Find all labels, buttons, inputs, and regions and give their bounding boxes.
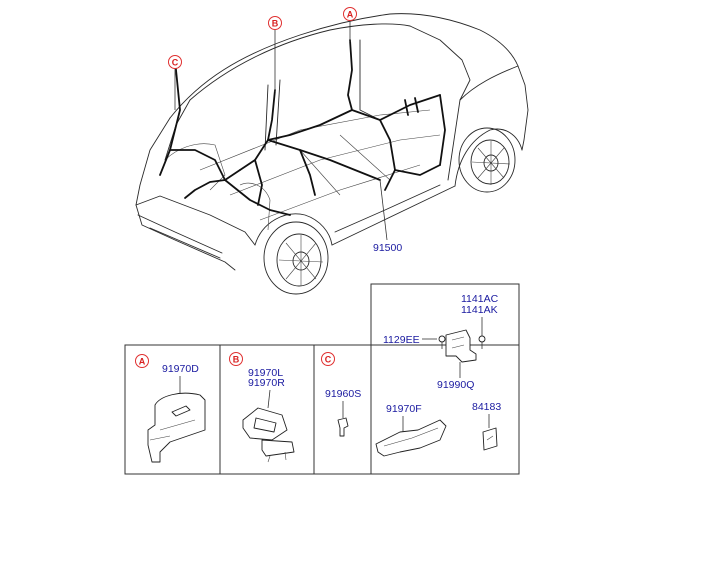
part-91970l	[242, 407, 295, 463]
main-harness-label: 91500	[373, 179, 402, 254]
section-b: B 91970L 91970R	[229, 352, 295, 463]
svg-text:1141AC: 1141AC	[461, 293, 499, 305]
svg-text:A: A	[347, 10, 354, 20]
callout-b-top: B	[268, 16, 282, 92]
svg-text:91970D: 91970D	[162, 363, 199, 375]
part-91960s	[337, 417, 349, 437]
svg-text:B: B	[233, 355, 240, 365]
part-91970d	[147, 392, 206, 463]
bracket-91990q	[445, 329, 477, 363]
vehicle-body	[135, 13, 529, 295]
wiring-harness	[159, 39, 446, 216]
svg-text:A: A	[139, 357, 146, 367]
svg-text:91500: 91500	[373, 242, 402, 254]
callout-c-top: C	[168, 55, 182, 110]
svg-text:91990Q: 91990Q	[437, 379, 474, 391]
bolt-1141ac	[478, 335, 486, 349]
parts-panel	[124, 283, 520, 475]
section-d: 1141AC 1141AK 1129EE 91990Q 91970F 84183	[375, 293, 501, 457]
svg-text:C: C	[172, 58, 179, 68]
front-wheel	[458, 127, 516, 193]
svg-text:91970L: 91970L	[248, 367, 283, 379]
section-a: A 91970D	[135, 354, 206, 463]
section-c: C 91960S	[321, 352, 361, 437]
svg-text:B: B	[272, 19, 279, 29]
callout-a-top: A	[343, 7, 357, 42]
bolt-1129ee	[438, 335, 446, 349]
svg-text:1141AK: 1141AK	[461, 304, 498, 316]
svg-text:91960S: 91960S	[325, 388, 361, 400]
rear-wheel	[263, 221, 329, 295]
svg-text:84183: 84183	[472, 401, 501, 413]
svg-text:91970F: 91970F	[386, 403, 422, 415]
svg-text:C: C	[325, 355, 332, 365]
svg-text:1129EE: 1129EE	[383, 334, 420, 346]
svg-text:91970R: 91970R	[248, 377, 285, 389]
protector-91970f	[375, 419, 447, 457]
pad-84183	[482, 427, 498, 451]
